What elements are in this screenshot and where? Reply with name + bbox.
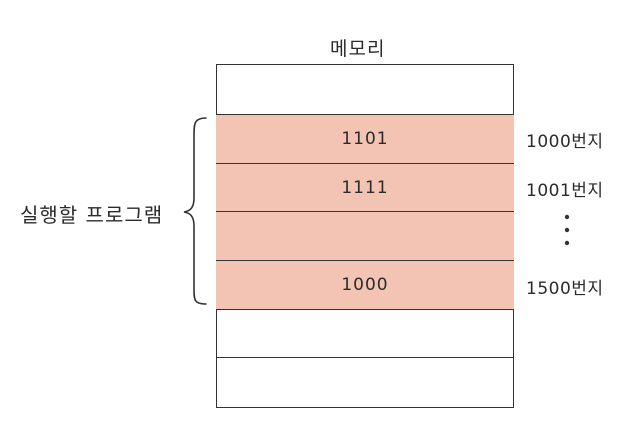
- memory-cell-value: [216, 212, 514, 260]
- address-label: 1500번지: [526, 279, 604, 299]
- memory-cell-5: [216, 309, 514, 357]
- address-label: 1000번지: [526, 132, 604, 152]
- memory-cell-0: [216, 64, 514, 114]
- memory-cell-3: [216, 211, 514, 260]
- memory-title: 메모리: [330, 38, 386, 60]
- memory-cell-value: 1000: [341, 275, 389, 295]
- memory-cell-1: 1101: [216, 114, 514, 163]
- vertical-ellipsis-icon: [564, 214, 570, 246]
- memory-cell-value: 1101: [341, 129, 389, 149]
- memory-cell-4: 1000: [216, 260, 514, 309]
- address-label: 1001번지: [526, 181, 604, 201]
- memory-cell-2: 1111: [216, 163, 514, 211]
- memory-cell-6: [216, 357, 514, 407]
- left-curly-brace-icon: [183, 117, 207, 305]
- program-label: 실행할 프로그램: [20, 203, 164, 227]
- memory-cell-value: 1111: [341, 177, 389, 198]
